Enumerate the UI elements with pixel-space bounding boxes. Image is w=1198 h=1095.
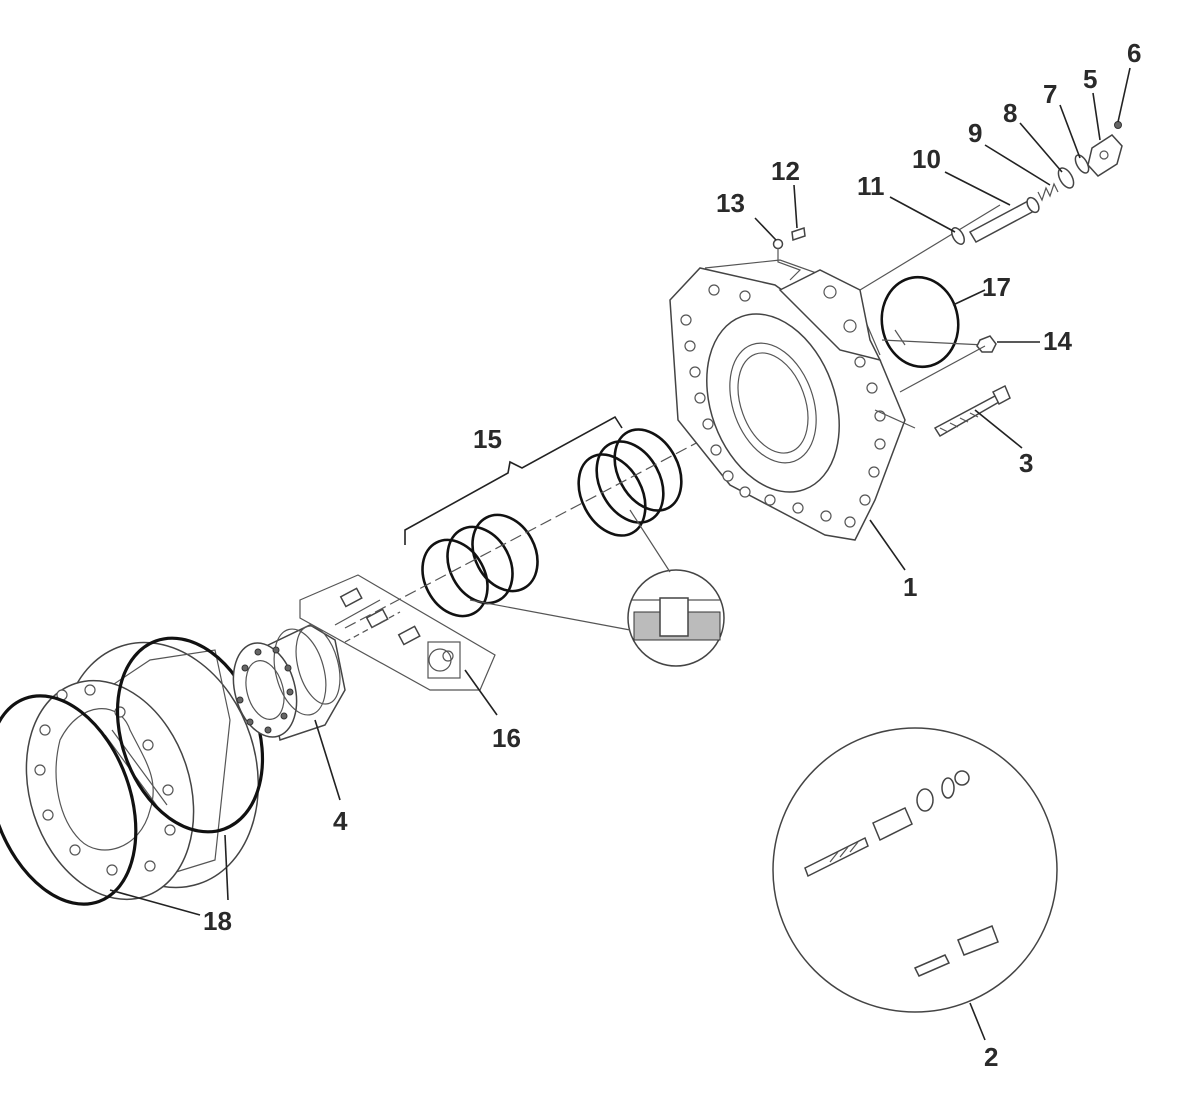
o-ring-11 bbox=[951, 227, 965, 245]
piston-ring-c bbox=[471, 513, 539, 593]
spring-1 bbox=[339, 587, 363, 608]
cylinder-bores bbox=[236, 646, 294, 734]
piston-ring-b bbox=[446, 525, 514, 605]
washer-13 bbox=[772, 238, 784, 250]
piston-ring-a bbox=[421, 538, 489, 618]
callout-6: 6 bbox=[1127, 38, 1141, 68]
large-o-ring bbox=[880, 275, 960, 369]
callout-11: 11 bbox=[857, 171, 885, 201]
washer-8 bbox=[1057, 167, 1075, 189]
callout-2: 2 bbox=[984, 1042, 998, 1072]
callout-7: 7 bbox=[1043, 79, 1057, 109]
cylinder-block bbox=[232, 624, 346, 741]
leader-lines bbox=[109, 67, 1131, 1041]
valve-spool-10 bbox=[968, 196, 1040, 243]
o-ring-7 bbox=[1074, 154, 1090, 174]
cover-plate-5 bbox=[1087, 134, 1123, 177]
spring-3 bbox=[397, 625, 421, 646]
callout-labels: 1 2 3 4 5 6 7 8 9 10 11 12 13 14 15 16 1… bbox=[203, 38, 1141, 1072]
callout-15: 15 bbox=[473, 424, 502, 454]
o-ring-front bbox=[0, 694, 138, 906]
valve-assembly bbox=[772, 121, 1123, 291]
callout-17: 17 bbox=[982, 272, 1011, 302]
screw-6 bbox=[1114, 121, 1122, 129]
callout-13: 13 bbox=[716, 188, 745, 218]
flange-bolt-holes bbox=[680, 284, 886, 528]
spring-kit bbox=[299, 574, 496, 691]
bolt bbox=[933, 384, 1011, 438]
callout-5: 5 bbox=[1083, 64, 1097, 94]
piston-ring-e bbox=[595, 440, 665, 524]
plug-nut bbox=[976, 335, 997, 353]
ring-section-detail bbox=[469, 509, 725, 667]
spring-2 bbox=[365, 608, 389, 629]
housing-bolt-holes bbox=[34, 684, 176, 876]
spring-9 bbox=[1037, 182, 1059, 202]
callout-8: 8 bbox=[1003, 98, 1017, 128]
callout-16: 16 bbox=[492, 723, 521, 753]
callout-9: 9 bbox=[968, 118, 982, 148]
callout-14: 14 bbox=[1043, 326, 1072, 356]
main-flange-housing bbox=[669, 259, 916, 541]
repair-kit-inset bbox=[772, 727, 1058, 1013]
callout-18: 18 bbox=[203, 906, 232, 936]
rotor-housing bbox=[0, 636, 265, 906]
callout-1: 1 bbox=[903, 572, 917, 602]
callout-10: 10 bbox=[912, 144, 941, 174]
piston-ring-set bbox=[344, 415, 741, 667]
callout-12: 12 bbox=[771, 156, 800, 186]
piston-ring-d bbox=[577, 453, 647, 537]
callout-3: 3 bbox=[1019, 448, 1033, 478]
piston-ring-f bbox=[613, 428, 683, 512]
callout-4: 4 bbox=[333, 806, 348, 836]
screw-12 bbox=[791, 226, 806, 242]
